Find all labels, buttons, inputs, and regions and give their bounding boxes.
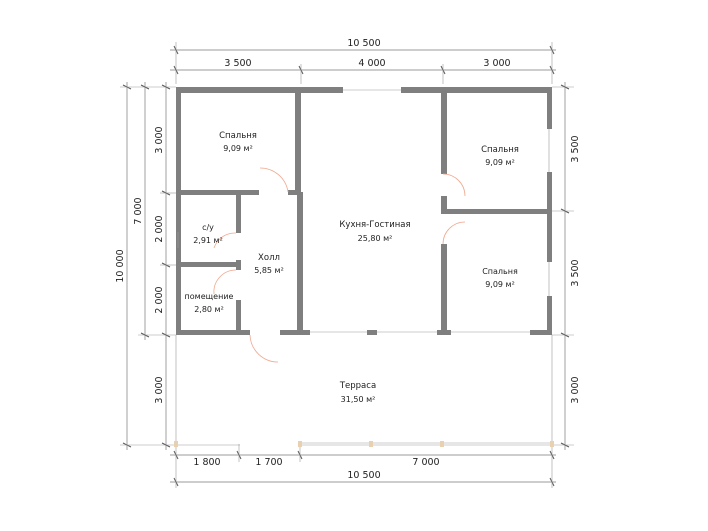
- dim-top-seg-3: 3 000: [483, 58, 510, 69]
- right-dimensions: [552, 82, 574, 450]
- wall-right-mid: [547, 172, 552, 262]
- wall-right-upper: [547, 87, 552, 129]
- door-swings: [213, 167, 466, 363]
- wall-bottom-pier: [367, 330, 377, 335]
- dim-left-seg-3: 2 000: [154, 286, 165, 313]
- wall-hall-kitchen: [297, 192, 303, 335]
- wall-bath-bottom: [176, 262, 241, 267]
- room-bathroom-area: 2,91 м²: [193, 236, 223, 245]
- bottom-dimensions: [170, 444, 556, 488]
- room-bedroom-br-name: Спальня: [482, 267, 518, 276]
- wall-bottom-left: [176, 330, 250, 335]
- wall-bottom-mid: [280, 330, 310, 335]
- wall-right-rooms-left2: [441, 196, 447, 210]
- dim-top-seg-1: 3 500: [224, 58, 251, 69]
- wall-right-rooms-middle: [441, 209, 552, 214]
- wall-bath-right: [236, 195, 241, 233]
- room-utility-area: 2,80 м²: [194, 305, 224, 314]
- dim-bottom-seg-3: 7 000: [412, 457, 439, 468]
- top-dimensions: [170, 42, 556, 84]
- walls: [176, 87, 552, 335]
- wall-top-right: [401, 87, 552, 93]
- room-hall-name: Холл: [258, 253, 280, 263]
- room-utility-name: помещение: [185, 292, 234, 301]
- wall-top-left: [176, 87, 343, 93]
- dim-left-house: 7 000: [133, 197, 144, 224]
- dim-bottom-seg-1: 1 800: [193, 457, 220, 468]
- wall-util-right: [236, 300, 241, 335]
- wall-bottom-right: [530, 330, 552, 335]
- wall-bedroom-tl-right: [295, 87, 301, 192]
- wall-left: [176, 87, 181, 335]
- wall-right-lower: [547, 296, 552, 335]
- dim-right-seg-3: 3 000: [570, 376, 581, 403]
- dim-top-seg-2: 4 000: [358, 58, 385, 69]
- room-bedroom-tl-name: Спальня: [219, 131, 257, 141]
- dim-bottom-total: 10 500: [347, 470, 380, 481]
- room-terrace-area: 31,50 м²: [341, 395, 376, 404]
- dim-left-seg-1: 3 000: [154, 126, 165, 153]
- wall-bedroom-tl-bottom: [176, 190, 259, 195]
- dim-left-seg-2: 2 000: [154, 215, 165, 242]
- room-bathroom-name: с/у: [202, 223, 214, 232]
- left-dimensions: [120, 82, 176, 450]
- dim-left-seg-4: 3 000: [154, 376, 165, 403]
- dim-bottom-seg-2: 1 700: [255, 457, 282, 468]
- room-bedroom-tr-area: 9,09 м²: [485, 158, 515, 167]
- wall-right-rooms-left3: [441, 244, 447, 335]
- room-hall-area: 5,85 м²: [254, 266, 284, 275]
- windows: [177, 89, 550, 333]
- room-bedroom-br-area: 9,09 м²: [485, 280, 515, 289]
- room-bedroom-tl-area: 9,09 м²: [223, 144, 253, 153]
- dim-right-seg-1: 3 500: [570, 135, 581, 162]
- wall-bedroom-tl-bottom2: [288, 190, 301, 195]
- terrace-outline: [174, 335, 554, 447]
- room-terrace-name: Терраса: [339, 381, 376, 391]
- room-bedroom-tr-name: Спальня: [481, 145, 519, 155]
- room-kitchen-area: 25,80 м²: [358, 234, 393, 243]
- room-kitchen-name: Кухня-Гостиная: [339, 220, 410, 230]
- dim-left-total: 10 000: [115, 249, 126, 282]
- dim-top-total: 10 500: [347, 38, 380, 49]
- wall-right-rooms-left: [441, 87, 447, 174]
- dim-right-seg-2: 3 500: [570, 259, 581, 286]
